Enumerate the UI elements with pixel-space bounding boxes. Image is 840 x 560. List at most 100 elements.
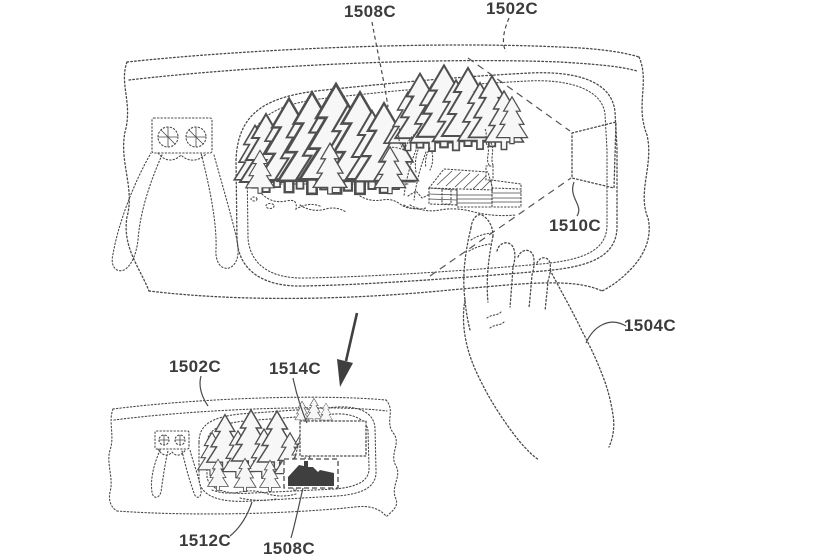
curled-finger-1 <box>496 242 516 308</box>
inset-frame-top-line-2 <box>113 407 388 421</box>
inset-frame-bottom-line <box>116 505 387 517</box>
cabin-roof <box>427 168 494 191</box>
curled-finger-2 <box>517 249 535 309</box>
curled-finger-3 <box>536 257 552 312</box>
cliff-rocks <box>403 190 431 210</box>
inset-sensor-housing <box>154 430 190 450</box>
cabin-wing-logs <box>492 192 521 203</box>
lens-inner-rim <box>246 80 608 279</box>
lens-outer-rim <box>235 72 618 287</box>
tree-icon <box>319 402 333 423</box>
rock <box>265 202 275 210</box>
inset-leader-object-ref <box>290 487 304 539</box>
inset-frame-top-line-1 <box>112 396 387 410</box>
dead-branches <box>387 127 419 151</box>
cabin-chimney <box>485 165 494 181</box>
scrub-line <box>261 193 323 211</box>
main-figure-labels: 1508C 1502C 1510C 1504C <box>344 0 676 344</box>
cabin-gable-wall <box>428 187 458 206</box>
inset-frame-right-broken-edge <box>385 399 399 518</box>
frame-bottom-line <box>148 282 603 300</box>
inset-sensor-crosshatch <box>159 435 185 445</box>
scrub-line <box>409 204 517 217</box>
inset-nose-pad-left <box>150 449 169 498</box>
display-trapezoid <box>571 121 617 189</box>
nose-pad-left <box>111 152 163 272</box>
arrow-shaft <box>344 312 359 362</box>
inset-figure-labels: 1502C 1514C 1512C 1508C <box>169 357 321 558</box>
cabin-door <box>441 188 452 205</box>
label-hand-ref: 1504C <box>624 316 676 335</box>
index-fingertip <box>470 213 494 237</box>
cabin-gable-logs <box>428 193 458 201</box>
inset-figure: 1502C 1514C 1512C 1508C <box>108 357 399 558</box>
cliff-edge-line-2 <box>413 151 427 201</box>
wrist-creases <box>486 311 505 329</box>
forest-cluster-clifftop <box>387 64 529 152</box>
cliff-face <box>387 127 434 210</box>
bridge-scallop <box>157 152 207 161</box>
frame-top-line-2 <box>128 59 638 81</box>
leader-hand-ref <box>585 321 627 344</box>
scrub-line <box>299 204 347 213</box>
highlight-selection <box>283 458 339 489</box>
frame-right-broken-edge <box>601 56 650 292</box>
inset-leader-lens-ref <box>229 501 253 537</box>
index-finger-left-edge <box>463 227 472 331</box>
nose-pad-right <box>200 152 239 269</box>
chimney-smoke-2 <box>490 142 494 166</box>
inset-lens-inner-rim <box>206 413 370 494</box>
hand-right-edge <box>549 269 615 448</box>
hand-left-edge <box>462 299 540 461</box>
glasses-frame <box>123 44 650 300</box>
inset-leader-frame-ref <box>199 375 209 407</box>
inset-label-lens-ref: 1512C <box>179 531 231 550</box>
inset-label-panel-ref: 1514C <box>269 359 321 378</box>
inset-label-object-ref: 1508C <box>263 539 315 558</box>
scrub-line <box>359 195 421 210</box>
inset-nose-bridge-sensors <box>150 430 202 498</box>
tree-icon <box>305 398 323 423</box>
highlighted-cabin <box>288 461 334 486</box>
fov-line-lower <box>429 177 572 277</box>
display-region <box>571 121 617 189</box>
inset-bridge-scallop <box>157 448 187 456</box>
inset-label-frame-ref: 1502C <box>169 357 221 376</box>
nose-bridge-sensors <box>111 117 239 272</box>
lens <box>235 72 618 287</box>
transition-arrow <box>337 312 359 387</box>
inset-frame-left-broken-edge <box>108 408 118 512</box>
cliff-edge-line <box>403 149 417 197</box>
inset-nose-pad-right <box>181 449 202 498</box>
ui-panel-rect <box>299 420 367 457</box>
fingernail-crease <box>468 232 492 252</box>
leader-frame-ref <box>502 17 510 53</box>
fov-lines <box>429 57 572 277</box>
leader-scene-ref <box>371 21 389 108</box>
ar-scene <box>233 64 529 217</box>
fov-line-upper <box>467 57 571 132</box>
inset-ground-scrub <box>211 489 297 501</box>
leader-display-ref <box>572 181 580 217</box>
index-finger-right-edge <box>486 235 494 303</box>
chimney-smoke <box>484 128 490 166</box>
frame-left-broken-edge <box>123 61 150 292</box>
sensor-housing <box>151 117 213 154</box>
cabin <box>427 128 522 208</box>
cabin-roof-hatching <box>436 170 492 190</box>
label-display-ref: 1510C <box>549 216 601 235</box>
cabin-main-body <box>456 189 493 208</box>
label-scene-ref: 1508C <box>344 2 396 21</box>
inset-glasses-frame <box>108 396 399 518</box>
cabin-main-logs <box>457 194 492 204</box>
cliff-roots <box>414 147 434 173</box>
label-frame-ref: 1502C <box>486 0 538 18</box>
cabin-wing-body <box>491 187 522 208</box>
sensor-crosshatch <box>158 127 206 147</box>
main-figure: 1508C 1502C 1510C 1504C <box>111 0 676 461</box>
pointing-hand <box>462 213 615 461</box>
ground-scrub <box>250 193 517 217</box>
arrow-head-icon <box>337 359 353 387</box>
